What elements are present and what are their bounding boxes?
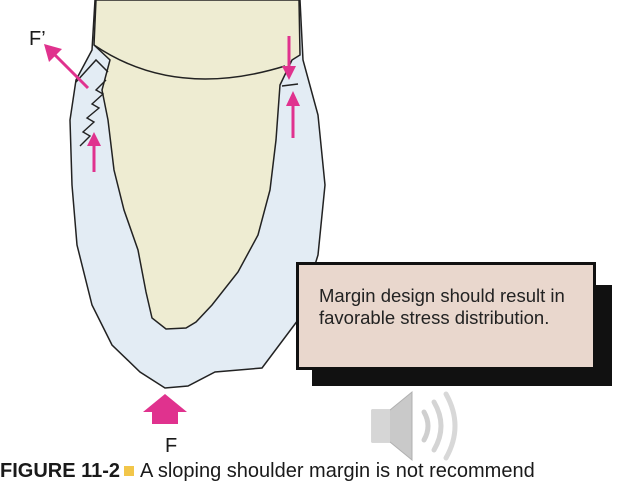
square-bullet-icon [124,466,134,476]
force-label-f: F [165,435,177,458]
caption-text: A sloping shoulder margin is not recomme… [140,460,535,482]
callout-box: Margin design should result in favorable… [296,262,596,370]
callout-text: Margin design should result in favorable… [319,285,565,328]
speaker-icon[interactable] [368,386,478,466]
caption-label: FIGURE 11-2 [0,460,120,482]
arrow-f-big [143,394,187,424]
figure-caption: FIGURE 11-2 A sloping shoulder margin is … [0,460,621,500]
force-label-f-prime: F’ [29,28,46,51]
